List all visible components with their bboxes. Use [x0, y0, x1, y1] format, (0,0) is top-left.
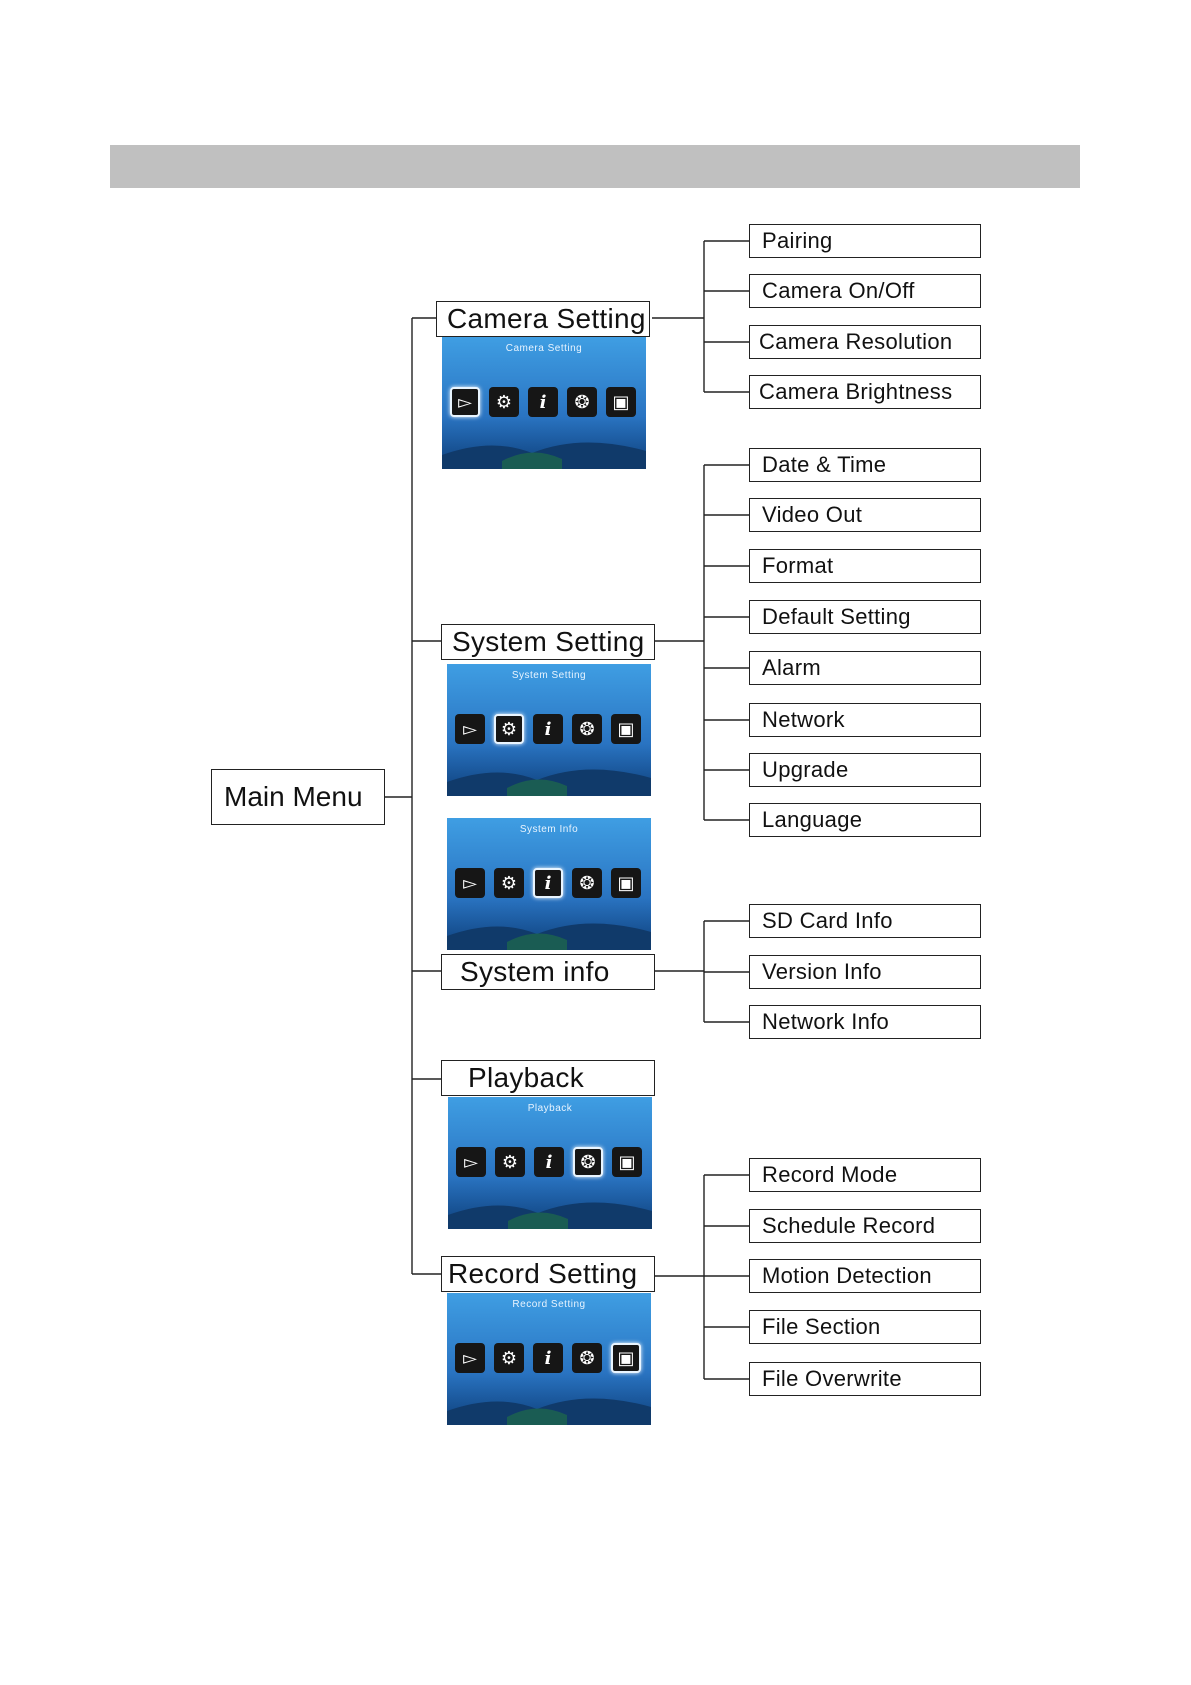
playback-screen: Playback ▻ ⚙ i ❂ ▣	[448, 1097, 652, 1229]
gear-icon: ⚙	[494, 1343, 524, 1373]
leaf-camera-brightness: Camera Brightness	[749, 375, 981, 409]
camera-icon: ▻	[455, 714, 485, 744]
leaf-date-time: Date & Time	[749, 448, 981, 482]
record-setting-screen: Record Setting ▻ ⚙ i ❂ ▣	[447, 1293, 651, 1425]
record-setting-node: Record Setting	[441, 1256, 655, 1292]
video-camera-icon: ▣	[612, 1147, 642, 1177]
leaf-pairing: Pairing	[749, 224, 981, 258]
playback-node: Playback	[441, 1060, 655, 1096]
film-reel-icon: ❂	[572, 714, 602, 744]
gear-icon: ⚙	[494, 714, 524, 744]
leaf-network-info: Network Info	[749, 1005, 981, 1039]
leaf-format: Format	[749, 549, 981, 583]
camera-icon: ▻	[456, 1147, 486, 1177]
leaf-default-setting: Default Setting	[749, 600, 981, 634]
camera-icon: ▻	[455, 868, 485, 898]
camera-icon: ▻	[450, 387, 480, 417]
screen-title: System Setting	[511, 670, 587, 681]
leaf-version-info: Version Info	[749, 955, 981, 989]
leaf-network: Network	[749, 703, 981, 737]
screen-title: Record Setting	[512, 1299, 586, 1310]
film-reel-icon: ❂	[572, 1343, 602, 1373]
info-icon: i	[533, 714, 563, 744]
menu-icon-row: ▻ ⚙ i ❂ ▣	[453, 1343, 645, 1373]
screen-title: System Info	[519, 824, 579, 835]
leaf-camera-on-off: Camera On/Off	[749, 274, 981, 308]
leaf-video-out: Video Out	[749, 498, 981, 532]
system-setting-screen: System Setting ▻ ⚙ i ❂ ▣	[447, 664, 651, 796]
film-reel-icon: ❂	[573, 1147, 603, 1177]
video-camera-icon: ▣	[611, 868, 641, 898]
camera-setting-screen: Camera Setting ▻ ⚙ i ❂ ▣	[442, 337, 646, 469]
info-icon: i	[533, 868, 563, 898]
info-icon: i	[534, 1147, 564, 1177]
video-camera-icon: ▣	[611, 1343, 641, 1373]
screen-title: Camera Setting	[505, 343, 583, 354]
leaf-file-overwrite: File Overwrite	[749, 1362, 981, 1396]
camera-setting-node: Camera Setting	[436, 301, 650, 337]
leaf-camera-resolution: Camera Resolution	[749, 325, 981, 359]
video-camera-icon: ▣	[611, 714, 641, 744]
menu-icon-row: ▻ ⚙ i ❂ ▣	[454, 1147, 646, 1177]
leaf-motion-detection: Motion Detection	[749, 1259, 981, 1293]
leaf-file-section: File Section	[749, 1310, 981, 1344]
menu-icon-row: ▻ ⚙ i ❂ ▣	[453, 868, 645, 898]
leaf-language: Language	[749, 803, 981, 837]
camera-icon: ▻	[455, 1343, 485, 1373]
system-info-screen: System Info ▻ ⚙ i ❂ ▣	[447, 818, 651, 950]
menu-icon-row: ▻ ⚙ i ❂ ▣	[448, 387, 640, 417]
system-setting-node: System Setting	[441, 624, 655, 660]
main-menu-node: Main Menu	[211, 769, 385, 825]
menu-icon-row: ▻ ⚙ i ❂ ▣	[453, 714, 645, 744]
film-reel-icon: ❂	[572, 868, 602, 898]
leaf-schedule-record: Schedule Record	[749, 1209, 981, 1243]
info-icon: i	[528, 387, 558, 417]
video-camera-icon: ▣	[606, 387, 636, 417]
gear-icon: ⚙	[494, 868, 524, 898]
info-icon: i	[533, 1343, 563, 1373]
leaf-upgrade: Upgrade	[749, 753, 981, 787]
leaf-record-mode: Record Mode	[749, 1158, 981, 1192]
leaf-sd-card-info: SD Card Info	[749, 904, 981, 938]
system-info-node: System info	[441, 954, 655, 990]
film-reel-icon: ❂	[567, 387, 597, 417]
header-bar	[110, 145, 1080, 188]
screen-title: Playback	[527, 1103, 573, 1114]
gear-icon: ⚙	[489, 387, 519, 417]
gear-icon: ⚙	[495, 1147, 525, 1177]
leaf-alarm: Alarm	[749, 651, 981, 685]
